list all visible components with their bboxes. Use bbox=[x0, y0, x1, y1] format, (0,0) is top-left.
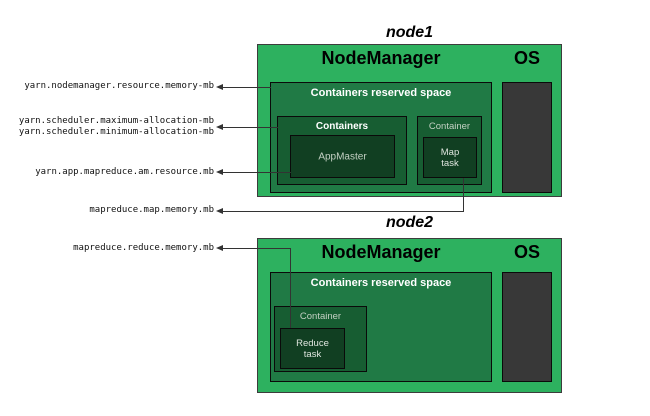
node1-os-label: OS bbox=[513, 48, 540, 68]
line-reduce-memory-horizontal bbox=[221, 248, 291, 249]
node1-containers-label: Containers bbox=[315, 121, 369, 132]
node2-reduce-task-box: Reduce task bbox=[280, 328, 345, 369]
line-nm-memory bbox=[221, 87, 271, 88]
node1-nodemanager-label: NodeManager bbox=[321, 48, 441, 68]
label-mapreduce-map-memory-mb: mapreduce.map.memory.mb bbox=[89, 205, 214, 215]
node1-appmaster-box: AppMaster bbox=[290, 135, 395, 178]
arrowhead-scheduler-allocation bbox=[216, 124, 223, 130]
node1-os-memory-box bbox=[502, 82, 552, 193]
label-mapreduce-reduce-memory-mb: mapreduce.reduce.memory.mb bbox=[73, 243, 214, 253]
label-yarn-scheduler-allocation-mb: yarn.scheduler.maximum-allocation-mb yar… bbox=[18, 116, 214, 137]
label-yarn-nodemanager-resource-memory-mb: yarn.nodemanager.resource.memory-mb bbox=[24, 81, 214, 91]
node1-appmaster-label: AppMaster bbox=[318, 151, 367, 162]
node1-map-container-label: Container bbox=[428, 121, 471, 132]
line-map-memory-horizontal bbox=[221, 211, 463, 212]
arrowhead-nm-memory bbox=[216, 84, 223, 90]
arrowhead-am-resource bbox=[216, 169, 223, 175]
node2-nodemanager-label: NodeManager bbox=[321, 242, 441, 262]
line-scheduler-allocation bbox=[221, 127, 278, 128]
line-reduce-memory-vertical bbox=[290, 248, 291, 328]
line-am-resource bbox=[221, 172, 291, 173]
node2-os-label: OS bbox=[513, 242, 540, 262]
node1-map-task-box: Map task bbox=[423, 137, 477, 178]
node2-reduce-container-label: Container bbox=[299, 311, 342, 322]
node2-title: node2 bbox=[385, 214, 434, 231]
node1-title: node1 bbox=[385, 24, 434, 41]
node2-containers-reserved-space-label: Containers reserved space bbox=[310, 277, 452, 289]
node1-map-task-label: Map task bbox=[440, 146, 460, 169]
label-yarn-app-mapreduce-am-resource-mb: yarn.app.mapreduce.am.resource.mb bbox=[35, 167, 214, 177]
arrowhead-reduce-memory bbox=[216, 245, 223, 251]
node2-os-memory-box bbox=[502, 272, 552, 382]
line-map-memory-vertical bbox=[463, 178, 464, 212]
node2-reduce-task-label: Reduce task bbox=[296, 337, 329, 360]
arrowhead-map-memory bbox=[216, 208, 223, 214]
node1-containers-reserved-space-label: Containers reserved space bbox=[310, 87, 452, 99]
